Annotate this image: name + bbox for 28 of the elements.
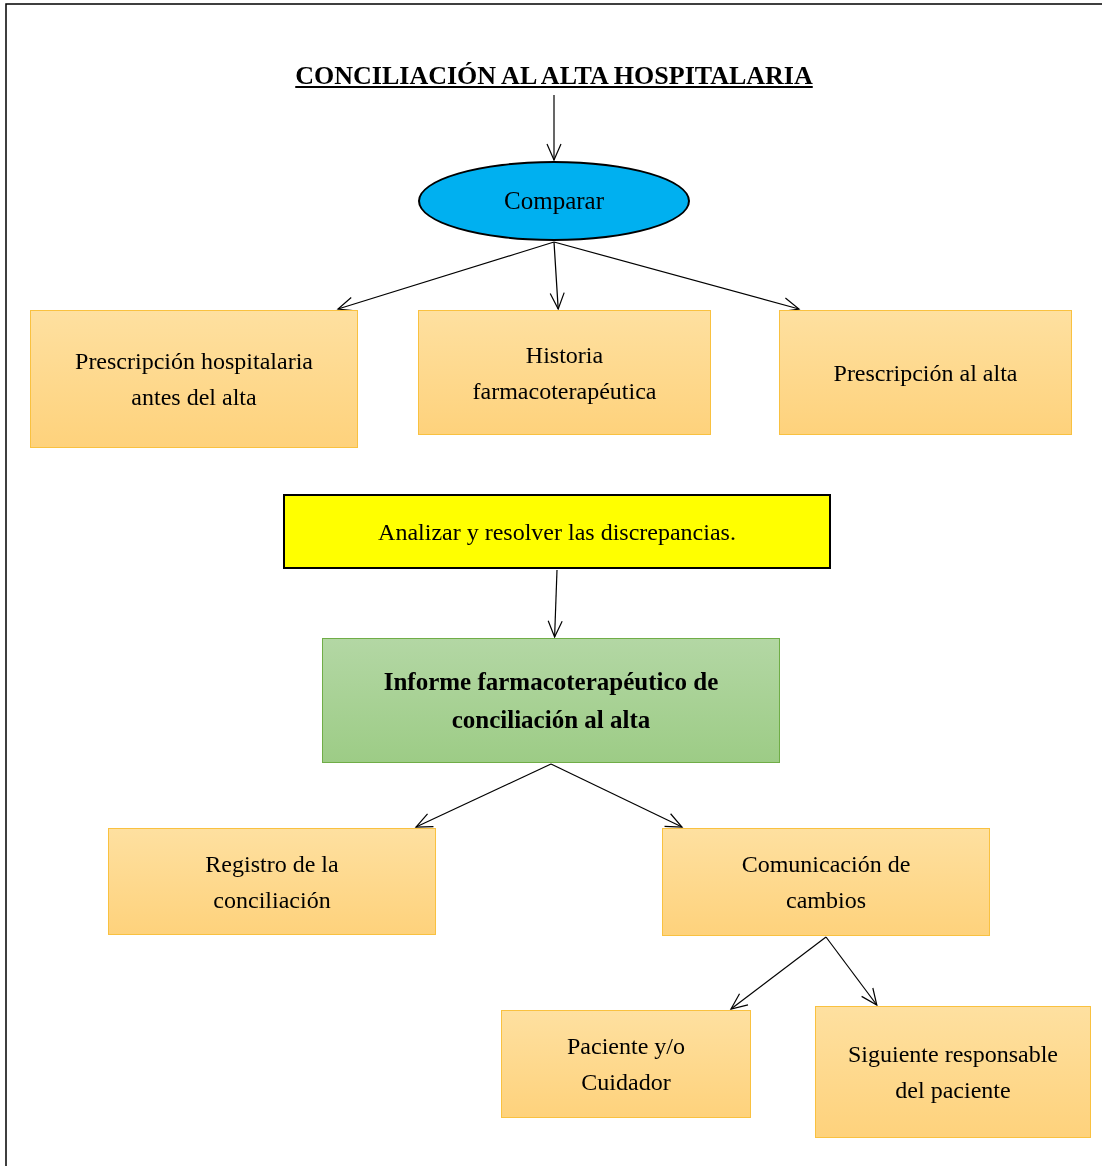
process-box <box>283 494 831 569</box>
process-box <box>108 828 436 935</box>
arrow <box>550 763 683 828</box>
process-box <box>779 310 1072 435</box>
node-label: Comparar <box>504 186 604 217</box>
node-label: Registro de la conciliación <box>204 849 340 915</box>
node-label: Prescripción al alta <box>833 358 1018 388</box>
process-box <box>662 828 990 936</box>
node-label: Paciente y/o Cuidador <box>566 1032 686 1097</box>
arrow <box>730 936 827 1010</box>
node-label: Informe farmacoterapéutico de conciliación al alta <box>382 667 720 735</box>
process-box <box>322 638 780 763</box>
node-label: Historia farmacoterapéutica <box>471 340 658 406</box>
arrow <box>549 241 565 310</box>
node-label: Siguiente responsable del paciente <box>847 1040 1059 1105</box>
node-label: CONCILIACIÓN AL ALTA HOSPITALARIA <box>295 59 813 92</box>
node-label: Analizar y resolver las discrepancias. <box>378 517 736 547</box>
process-box <box>815 1006 1091 1138</box>
arrow <box>825 936 878 1006</box>
process-box <box>501 1010 751 1118</box>
arrow <box>546 94 562 161</box>
node-label: Comunicación de cambios <box>740 850 912 915</box>
node-label: Prescripción hospitalaria antes del alta <box>74 347 314 412</box>
arrow <box>415 763 552 828</box>
arrow <box>337 241 555 312</box>
process-box <box>418 310 711 435</box>
process-box <box>30 310 358 448</box>
arrow <box>547 569 563 638</box>
